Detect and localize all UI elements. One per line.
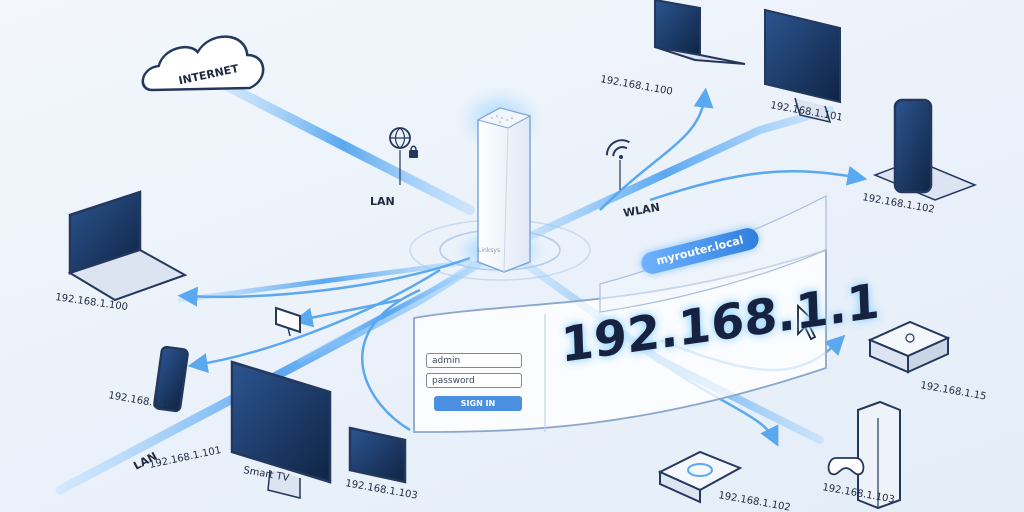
laptop-top-device: 192.168.1.100 xyxy=(599,0,746,98)
beam-to-tv xyxy=(297,267,473,363)
router-brand-label: Linksys xyxy=(478,247,501,254)
console-box-ip: 192.168.1.15 xyxy=(919,380,987,402)
console-box-device: 192.168.1.15 xyxy=(867,320,987,403)
sign-in-button[interactable]: SIGN IN xyxy=(434,396,522,411)
hub-device: 192.168.1.102 xyxy=(657,450,791,512)
beam-internet xyxy=(210,75,475,215)
laptop-left-device: 192.168.1.100 xyxy=(55,190,188,313)
smart-tv-ip: 192.168.1.101 xyxy=(148,445,222,471)
cloud-icon xyxy=(141,35,265,92)
beam-left-laptop xyxy=(177,259,473,303)
hub-ip: 192.168.1.102 xyxy=(717,490,791,512)
username-field[interactable] xyxy=(426,353,522,368)
lan-label: LAN xyxy=(370,195,395,208)
wlan-wifi-group: WLAN xyxy=(605,139,661,220)
wifi-icon xyxy=(605,139,630,157)
phone-left-device: 192.168.1.101 xyxy=(107,345,189,414)
gamepad-icon xyxy=(827,457,865,476)
small-monitor-icon xyxy=(275,306,301,337)
gamepad-icon xyxy=(905,333,915,343)
router-vent xyxy=(491,115,513,123)
tablet-device: 192.168.1.103 xyxy=(344,426,418,502)
internet-cloud: INTERNET xyxy=(141,35,265,92)
lan-globe-group: LAN xyxy=(370,127,418,208)
router xyxy=(452,84,548,274)
lock-icon xyxy=(409,150,418,158)
login-form: SIGN IN xyxy=(426,345,536,417)
phone-right-device: 192.168.1.102 xyxy=(861,98,978,216)
password-field[interactable] xyxy=(426,373,522,388)
laptop-top-ip: 192.168.1.100 xyxy=(599,74,673,98)
wlan-label: WLAN xyxy=(622,201,661,220)
tablet-ip: 192.168.1.103 xyxy=(344,478,418,502)
mouse-cursor-icon xyxy=(797,303,821,341)
tower-device: 192.168.1.103 xyxy=(821,400,901,510)
